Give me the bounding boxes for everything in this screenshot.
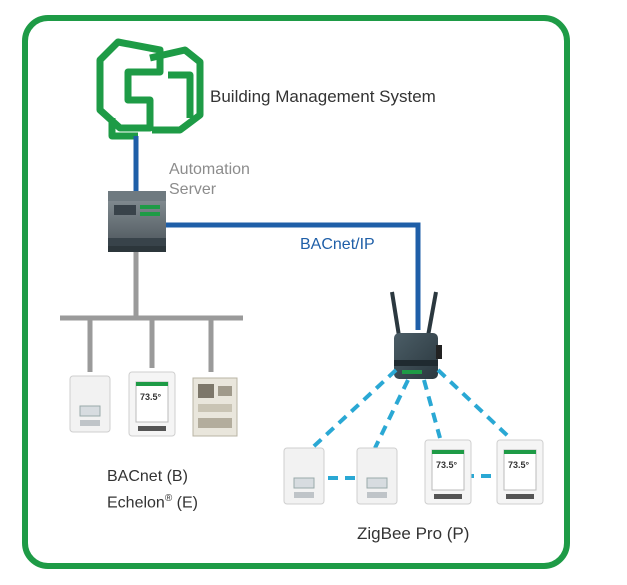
fieldbus — [60, 252, 243, 372]
echelon-name: Echelon — [107, 494, 165, 512]
device-temp-reading: 73.5° — [436, 460, 458, 470]
diagram-frame — [22, 15, 570, 569]
zigbee-thermostat-4-icon: 73.5° — [496, 439, 544, 505]
bacnet-b-label: BACnet (B) — [107, 468, 188, 485]
bacnet-ip-label: BACnet/IP — [300, 236, 375, 253]
zigbee-thermostat-1-icon — [283, 447, 325, 505]
automation-server-icon — [108, 191, 166, 252]
echelon-suffix: (E) — [172, 494, 198, 512]
io-module-icon — [192, 377, 238, 437]
device-temp-reading: 73.5° — [140, 392, 162, 402]
bms-label: Building Management System — [210, 87, 436, 106]
automation-label-line2: Server — [169, 181, 217, 198]
device-temp-reading: 73.5° — [508, 460, 530, 470]
automation-label-line1: Automation — [169, 161, 250, 178]
thermostat-b1-icon — [69, 375, 111, 433]
bms-logo-icon — [96, 38, 204, 140]
bacnet-ip-link — [162, 222, 421, 330]
zigbee-label: ZigBee Pro (P) — [357, 524, 470, 543]
zigbee-thermostat-3-icon: 73.5° — [424, 439, 472, 505]
thermostat-b2-icon: 73.5° — [128, 371, 176, 437]
automation-server-label: Automation Server — [169, 160, 250, 200]
wireless-router-icon — [390, 291, 442, 379]
zigbee-links — [310, 368, 512, 480]
echelon-label: Echelon® (E) — [107, 488, 198, 514]
bacnet-echelon-label: BACnet (B) Echelon® (E) — [107, 466, 198, 514]
echelon-registered-mark: ® — [164, 493, 173, 504]
zigbee-thermostat-2-icon — [356, 447, 398, 505]
